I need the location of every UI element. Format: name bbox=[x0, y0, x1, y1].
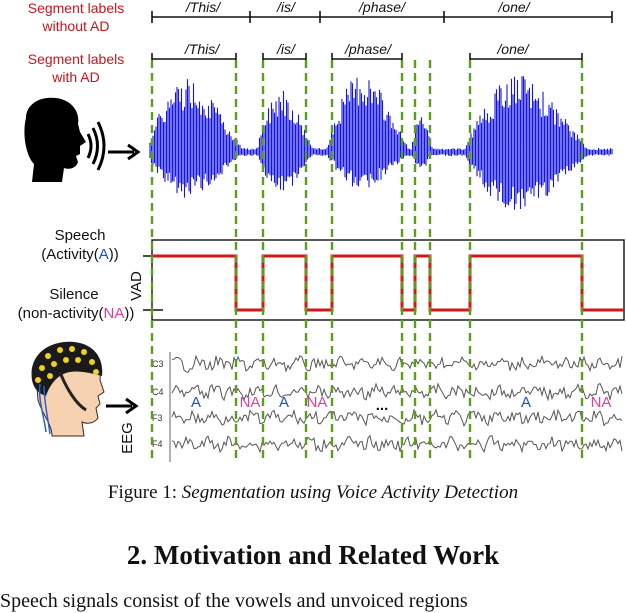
body-text-partial: Speech signals consist of the vowels and… bbox=[0, 590, 468, 612]
figure-1: Segment labels without AD Segment labels… bbox=[18, 0, 625, 462]
vad-trace bbox=[152, 254, 624, 312]
label-with-ad-line2: with AD bbox=[51, 69, 99, 85]
eeg-mark-ellipsis: ... bbox=[376, 397, 389, 414]
eeg-channel-f4: F4 bbox=[152, 439, 163, 449]
label-segment-without-ad: Segment labels without AD bbox=[28, 0, 125, 34]
eeg-channel-f3: F3 bbox=[152, 413, 163, 423]
eeg-mark-a-1: A bbox=[191, 394, 201, 411]
eeg-trace-c3 bbox=[171, 354, 623, 373]
vad-panel: VAD Speech (Activity(A)) Silence (non-ac… bbox=[18, 227, 625, 322]
vad-nonactivity-label: (non-activity(NA)) bbox=[18, 305, 135, 322]
segment-without-ad-this: /This/ bbox=[185, 0, 222, 15]
waveform-path bbox=[149, 76, 613, 210]
label-without-ad-line1: Segment labels bbox=[28, 0, 125, 16]
eeg-mark-na-3: NA bbox=[591, 394, 612, 411]
vad-axis-label: VAD bbox=[128, 271, 145, 301]
segment-without-ad-phase: /phase/ bbox=[358, 0, 407, 15]
eeg-channel-c4: C4 bbox=[152, 387, 164, 397]
segment-with-ad-phase: /phase/ bbox=[344, 41, 393, 57]
figure-caption: Figure 1: Segmentation using Voice Activ… bbox=[0, 482, 626, 504]
speaking-head-icon bbox=[24, 97, 141, 182]
eeg-mark-na-1: NA bbox=[240, 394, 261, 411]
caption-prefix: Figure 1: bbox=[107, 482, 182, 503]
eeg-panel: EEG C3 C4 F3 F4 A NA A NA ... A NA bbox=[119, 352, 623, 462]
eeg-mark-na-2: NA bbox=[307, 394, 328, 411]
eeg-trace-f3 bbox=[171, 408, 623, 428]
eeg-traces bbox=[171, 354, 623, 454]
label-with-ad-line1: Segment labels bbox=[28, 51, 125, 67]
segment-with-ad-one: /one/ bbox=[496, 41, 530, 57]
eeg-channel-c3: C3 bbox=[152, 359, 164, 369]
vad-speech-label: Speech bbox=[55, 227, 106, 244]
eeg-trace-f4 bbox=[171, 434, 623, 454]
eeg-trace-c4 bbox=[171, 382, 623, 402]
segment-with-ad-this: /This/ bbox=[184, 41, 221, 57]
section-heading: 2. Motivation and Related Work bbox=[126, 540, 500, 570]
segment-without-ad-is: /is/ bbox=[276, 0, 297, 15]
eeg-mark-a-2: A bbox=[279, 394, 289, 411]
eeg-head-icon bbox=[31, 341, 139, 437]
vad-silence-label: Silence bbox=[49, 286, 98, 303]
eeg-axis-label: EEG bbox=[119, 422, 136, 454]
segment-boundaries bbox=[150, 60, 584, 462]
speech-waveform bbox=[149, 76, 613, 210]
eeg-mark-a-3: A bbox=[521, 394, 531, 411]
segments-without-ad bbox=[151, 11, 613, 23]
label-segment-with-ad: Segment labels with AD bbox=[28, 51, 125, 85]
label-without-ad-line2: without AD bbox=[42, 18, 110, 34]
segment-with-ad-is: /is/ bbox=[276, 41, 297, 57]
caption-text: Segmentation using Voice Activity Detect… bbox=[181, 482, 519, 503]
vad-activity-label: (Activity(A)) bbox=[41, 246, 119, 263]
segment-without-ad-one: /one/ bbox=[497, 0, 531, 15]
